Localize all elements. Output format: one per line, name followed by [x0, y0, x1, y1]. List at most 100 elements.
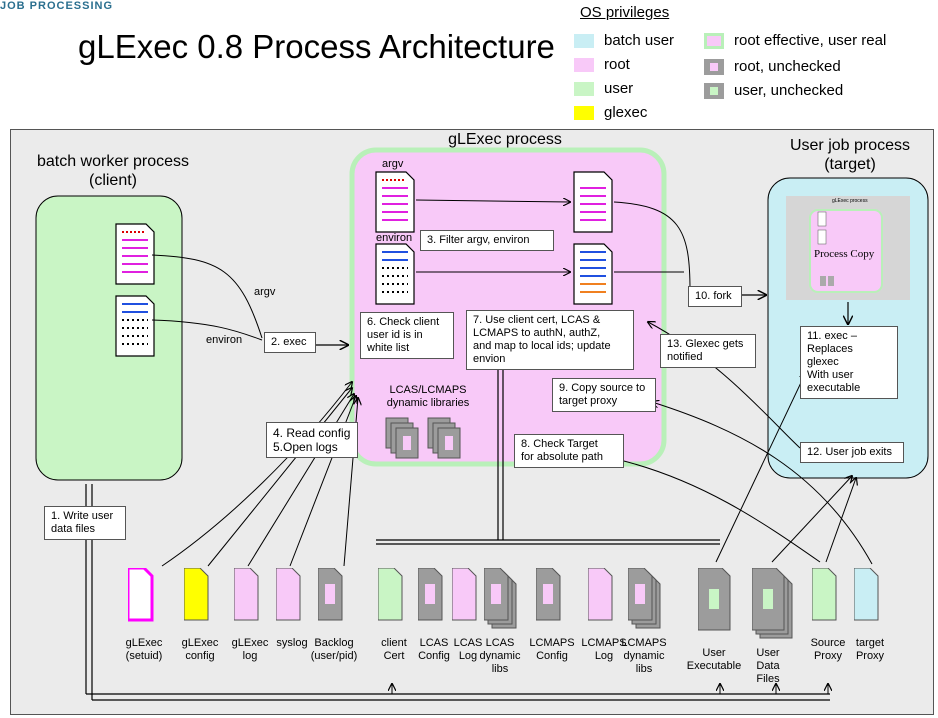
- step-7-box: 7. Use client cert, LCAS & LCMAPS to aut…: [466, 310, 634, 370]
- file-icon: [811, 567, 837, 621]
- file-label: syslog: [276, 637, 308, 649]
- file-label: LCAS Config: [418, 637, 450, 662]
- file-item: User Executable: [687, 567, 744, 673]
- file-icon: [317, 567, 343, 621]
- file-icon: [587, 567, 613, 621]
- file-item: gLExec log: [232, 567, 280, 663]
- step-10-box: 10. fork: [688, 286, 742, 307]
- header-text: JOB PROCESSING: [0, 0, 114, 12]
- file-label: gLExec log: [231, 637, 269, 662]
- file-item: target Proxy: [853, 567, 900, 663]
- step-12-box: 12. User job exits: [800, 442, 904, 463]
- file-item: User Data Files: [751, 567, 798, 686]
- file-item: LCAS dynamic libs: [480, 567, 530, 676]
- file-icon: [535, 567, 561, 621]
- file-icon: [417, 567, 443, 621]
- environ-label: environ: [206, 334, 243, 346]
- diagram-title: gLExec 0.8 Process Architecture: [78, 28, 555, 65]
- filtered-argv-doc: [573, 171, 613, 233]
- file-icon: [697, 567, 731, 631]
- glexec-environ-doc: [375, 243, 415, 305]
- file-label: LCMAPS Config: [529, 637, 575, 662]
- argv-label: argv: [254, 286, 276, 298]
- file-item: syslog: [275, 567, 322, 650]
- glexec-argv-doc: [375, 171, 415, 233]
- userjob-process-label: User job process (target): [789, 137, 911, 173]
- legend-label: user, unchecked: [734, 82, 844, 99]
- file-label: User Executable: [686, 647, 742, 672]
- legend-swatch: [704, 58, 724, 75]
- file-item: Backlog (user/pid): [311, 567, 364, 663]
- argv-label-2: argv: [382, 158, 404, 170]
- legend-swatch: [574, 81, 594, 96]
- file-icon: [183, 567, 209, 621]
- step-13-box: 13. Glexec gets notified: [660, 334, 756, 368]
- lcas-lcmaps-lib-label: LCAS/LCMAPS dynamic libraries: [386, 384, 470, 409]
- batch-environ-doc: [115, 295, 155, 357]
- file-item: LCAS Log: [451, 567, 498, 663]
- step-9-box: 9. Copy source to target proxy: [552, 378, 656, 412]
- step-45-box: 4. Read config 5.Open logs: [266, 422, 358, 458]
- file-item: LCMAPS Config: [529, 567, 582, 663]
- legend-item-user-unchecked: user, unchecked: [704, 82, 843, 99]
- legend-swatch: [704, 82, 724, 99]
- file-item: gLExec config: [182, 567, 230, 663]
- file-icon: [751, 567, 793, 639]
- file-item: Source Proxy: [811, 567, 858, 663]
- legend-swatch: [704, 32, 724, 49]
- environ-label-2: environ: [376, 232, 413, 244]
- legend-label: root, unchecked: [734, 58, 841, 75]
- batch-argv-doc: [115, 223, 155, 285]
- file-icon: [451, 567, 477, 621]
- file-icon: [233, 567, 259, 621]
- legend-label: root effective, user real: [734, 32, 887, 49]
- filtered-environ-doc: [573, 243, 613, 305]
- file-label: gLExec config: [181, 637, 219, 662]
- legend-item-root: root: [574, 56, 630, 73]
- legend-swatch: [574, 57, 594, 72]
- legend-item-root-unchecked: root, unchecked: [704, 58, 841, 75]
- process-copy-tiny-label: gLExec process: [832, 198, 868, 204]
- legend-label: batch user: [604, 32, 675, 49]
- file-item: LCAS Config: [417, 567, 464, 663]
- legend-label: glexec: [604, 104, 648, 121]
- file-label: Backlog (user/pid): [310, 637, 358, 662]
- file-item: gLExec (setuid): [126, 566, 174, 663]
- legend-swatch: [574, 33, 594, 48]
- file-label: LCMAPS Log: [581, 637, 627, 662]
- legend-label: root: [604, 56, 630, 73]
- file-item: client Cert: [377, 567, 424, 663]
- legend-item-glexec: glexec: [574, 104, 647, 121]
- file-label: client Cert: [381, 637, 407, 662]
- file-item: LCMAPS dynamic libs: [621, 567, 674, 676]
- legend-label: user: [604, 80, 634, 97]
- step-3-box: 3. Filter argv, environ: [420, 230, 554, 251]
- file-label: target Proxy: [855, 637, 885, 662]
- step-1-box: 1. Write user data files: [44, 506, 126, 540]
- file-icon: [275, 567, 301, 621]
- file-icon: [483, 567, 517, 629]
- step-8-box: 8. Check Target for absolute path: [514, 434, 624, 468]
- file-label: LCAS Log: [453, 637, 483, 662]
- step-2-box: 2. exec: [264, 332, 316, 353]
- file-icon: [377, 567, 403, 621]
- step-11-box: 11. exec – Replaces glexec With user exe…: [800, 326, 898, 399]
- file-icon: [126, 566, 154, 622]
- glexec-process-label: gLExec process: [448, 131, 562, 148]
- legend-item-root-effective: root effective, user real: [704, 32, 886, 49]
- file-label: LCMAPS dynamic libs: [621, 637, 667, 675]
- file-icon: [853, 567, 879, 621]
- file-item: LCMAPS Log: [581, 567, 634, 663]
- file-label: gLExec (setuid): [125, 637, 163, 662]
- legend-item-batch-user: batch user: [574, 32, 674, 49]
- file-icon: [627, 567, 661, 629]
- legend-item-user: user: [574, 80, 633, 97]
- step-6-box: 6. Check client user id is in white list: [360, 312, 454, 359]
- file-label: User Data Files: [756, 647, 780, 685]
- glexec-libs-icon: [385, 417, 461, 459]
- file-label: Source Proxy: [810, 637, 846, 662]
- legend-swatch: [574, 105, 594, 120]
- legend-title: OS privileges: [580, 4, 670, 21]
- batch-worker-process: [35, 195, 183, 481]
- batch-process-label: batch worker process (client): [36, 153, 190, 189]
